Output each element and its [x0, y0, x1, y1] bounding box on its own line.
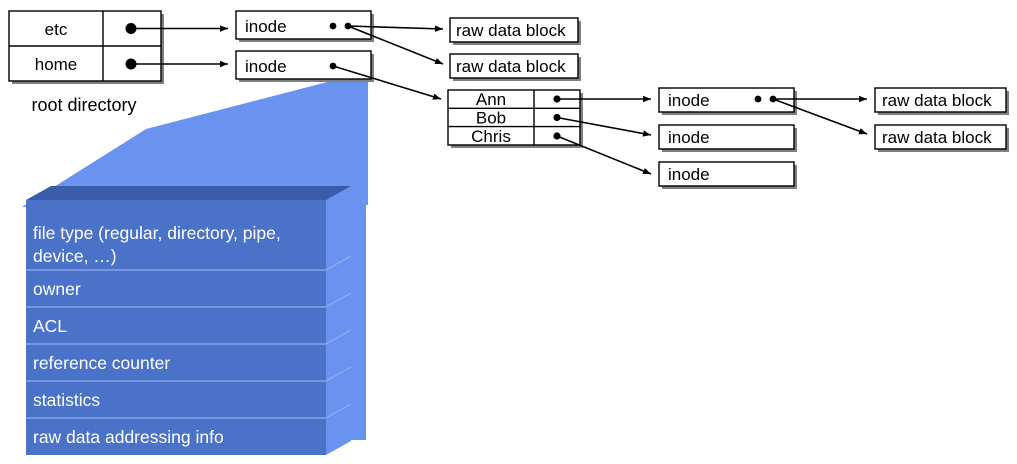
inode-home-label: inode — [245, 57, 287, 76]
home-dir-entry-name-bob: Bob — [476, 109, 506, 128]
inode-home-box: inode — [235, 50, 374, 82]
stack-row-label-acl: ACL — [33, 316, 67, 336]
raw-data-block-etc-1-label: raw data block — [456, 21, 566, 40]
root-dir-entry-name-etc: etc — [45, 20, 68, 39]
raw-data-block-ann-1: raw data block — [874, 87, 1009, 115]
stack-row-label-owner: owner — [33, 279, 81, 299]
home-dir-entry-name-chris: Chris — [471, 127, 511, 146]
root-dir-entry-name-home: home — [35, 55, 78, 74]
link-inode-etc-to-rdb2 — [347, 25, 444, 65]
stack-row-label-raw-data-addressing-info: raw data addressing info — [33, 427, 224, 447]
stack-top-face — [26, 186, 351, 200]
inode-chris-box: inode — [658, 161, 797, 189]
stack-side-sep-3 — [325, 329, 352, 345]
link-chris-to-inode — [556, 135, 652, 175]
raw-data-block-etc-1: raw data block — [449, 17, 581, 45]
stack-side-sep-5 — [325, 403, 352, 419]
raw-data-block-ann-2-label: raw data block — [882, 128, 992, 147]
inode-ann-box: inode — [658, 87, 797, 115]
inode-bob-label: inode — [668, 128, 710, 147]
inode-etc-box: inode — [235, 10, 374, 42]
link-inode-home-to-home-dir — [332, 65, 442, 100]
inode-etc-label: inode — [245, 17, 287, 36]
stack-front-face — [26, 200, 326, 455]
link-bob-to-inode — [556, 116, 652, 137]
root-directory-table: etc home — [8, 10, 164, 84]
inode-etc-pointer-dot-1 — [329, 22, 337, 30]
stack-side-sep-4 — [325, 366, 352, 382]
inode-contents-stack: file type (regular, directory, pipe, dev… — [26, 186, 352, 455]
stack-side-sep-2 — [325, 292, 352, 308]
stack-side-face — [326, 186, 351, 455]
inode-chris-label: inode — [668, 165, 710, 184]
inode-ann-pointer-dot-1 — [754, 95, 762, 103]
link-inode-ann-to-rdb2 — [772, 98, 868, 135]
inode-ann-label: inode — [668, 91, 710, 110]
raw-data-block-etc-2: raw data block — [449, 53, 581, 81]
stack-row-label-file-type-line1: file type (regular, directory, pipe, — [33, 223, 281, 243]
stack-row-label-statistics: statistics — [33, 390, 100, 410]
stack-row-label-reference-counter: reference counter — [33, 353, 170, 373]
inode-bob-box: inode — [658, 124, 797, 152]
raw-data-block-ann-1-label: raw data block — [882, 91, 992, 110]
stack-side-sep-1 — [325, 255, 352, 271]
root-directory-caption: root directory — [31, 95, 136, 115]
link-inode-etc-to-rdb1 — [347, 25, 444, 32]
raw-data-block-ann-2: raw data block — [874, 124, 1009, 152]
raw-data-block-etc-2-label: raw data block — [456, 57, 566, 76]
home-dir-entry-name-ann: Ann — [476, 90, 506, 109]
stack-row-label-file-type-line2: device, …) — [33, 246, 117, 266]
